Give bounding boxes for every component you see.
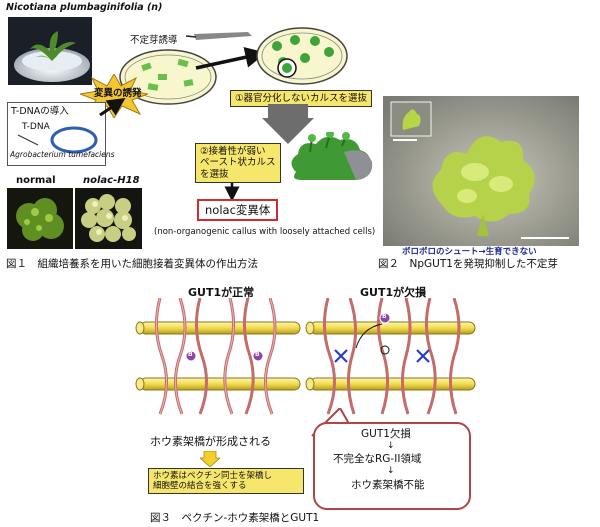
down-arrow-icon [262, 104, 314, 144]
shoot-induction-label: 不定芽誘導 [130, 35, 178, 46]
crosslink-explanation: ホウ素はペクチン同士を架橋し 細胞壁の結合を強くする [148, 468, 304, 495]
pectin-network-diagram [135, 298, 476, 415]
defect-line-1: GUT1欠損 [361, 428, 411, 440]
defect-title: GUT1が欠損 [360, 286, 427, 299]
mutant-description: (non-organogenic callus with loosely att… [154, 227, 376, 237]
figure2-caption: 図２ NpGUT1を発現抑制した不定芽 [378, 258, 558, 270]
mutagenesis-label: 変異の誘発 [94, 88, 142, 99]
boron-mark-3: B [382, 313, 387, 320]
explant-dish [119, 49, 217, 105]
species-label: Nicotiana plumbaginifolia (n) [6, 2, 163, 13]
boron-mark-2: B [255, 351, 260, 358]
tdna-intro-label: T-DNAの導入 [11, 106, 69, 117]
suppressed-shoot-photo [383, 96, 579, 246]
shoot-note: ボロボロのシュート→生育できない [402, 247, 537, 257]
crosslink-formed-label: ホウ素架橋が形成される [150, 435, 271, 448]
mutant-name: nolac変異体 [205, 203, 271, 217]
defect-callout: GUT1欠損 ↓ 不完全なRG-II領域 ↓ ホウ素架橋不能 [313, 422, 471, 510]
yellow-down-arrow-icon [200, 451, 220, 467]
callus-dish [256, 27, 348, 85]
normal-label: normal [16, 175, 56, 186]
defect-arrow-1: ↓ [387, 441, 395, 451]
mutant-name-box: nolac変異体 [197, 199, 279, 221]
defect-line-2: 不完全なRG-II領域 [333, 453, 422, 465]
tdna-box: T-DNAの導入 T-DNA Agrobacterium tumefaciens [7, 102, 115, 166]
defect-panel [305, 298, 476, 415]
callus-cluster [291, 132, 373, 180]
mutant-callus-photo [75, 188, 142, 249]
defect-line-3: ホウ素架橋不能 [351, 479, 425, 491]
tdna-label: T-DNA [22, 122, 50, 132]
normal-title: GUT1が正常 [188, 286, 255, 299]
fig1-arrows [99, 32, 267, 202]
figure1-caption: 図１ 組織培養系を用いた細胞接着変異体の作出方法 [6, 258, 258, 270]
mutant-photo-label: nolac-H18 [83, 175, 140, 186]
plantlet-photo [8, 17, 92, 85]
normal-callus-photo [7, 188, 73, 249]
defect-arrow-2: ↓ [387, 466, 395, 476]
figure3-caption: 図３ ペクチン-ホウ素架橋とGUT1 [150, 512, 320, 524]
step2-label: ②接着性が弱い ペースト状カルス を選抜 [195, 143, 281, 184]
agrobacterium-label: Agrobacterium tumefaciens [10, 150, 115, 159]
normal-panel [135, 298, 301, 415]
boron-mark-1: B [188, 351, 193, 358]
